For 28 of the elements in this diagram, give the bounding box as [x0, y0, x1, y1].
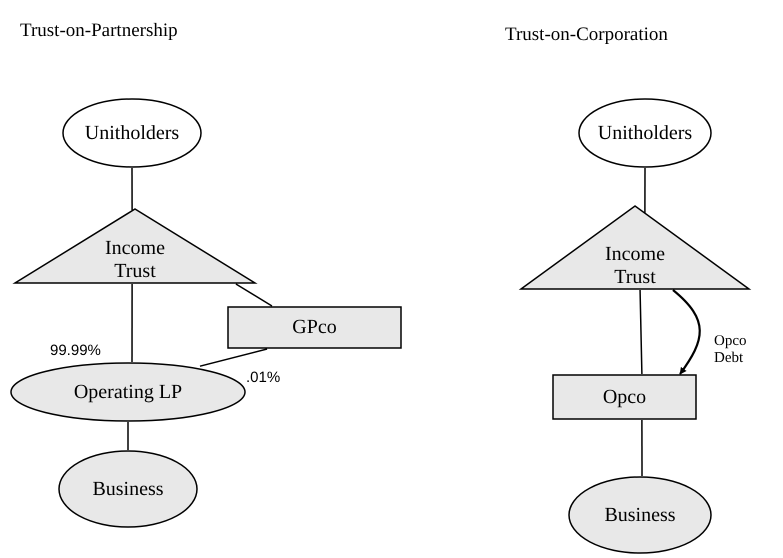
connector-line [200, 348, 268, 367]
rectangle-node [227, 306, 402, 349]
ellipse-node [58, 450, 198, 528]
connector-line [639, 290, 643, 374]
node-label: Income Trust [604, 243, 666, 289]
node-label: Business [604, 504, 676, 526]
ellipse-node [568, 476, 712, 554]
node-label: GPco [292, 316, 337, 339]
connector-line [127, 422, 129, 450]
rectangle-node [552, 374, 697, 420]
node-label: Unitholders [84, 122, 180, 144]
ellipse-node [10, 362, 246, 422]
diagram-heading: Trust-on-Corporation [505, 24, 668, 46]
connector-line [131, 168, 133, 210]
diagram-heading: Trust-on-Partnership [20, 20, 178, 42]
ellipse-node [578, 98, 712, 168]
node-label: Unitholders [598, 122, 692, 144]
triangle-node [520, 205, 750, 290]
node-label: Opco [602, 386, 646, 408]
node-label: Income Trust [104, 237, 166, 283]
node-label: Business [92, 478, 164, 500]
connector-line [641, 420, 643, 476]
ellipse-node [62, 98, 202, 168]
connector-line [236, 283, 272, 307]
curved-arrow [672, 289, 701, 375]
node-label: Operating LP [74, 380, 182, 404]
triangle-node [14, 208, 256, 284]
connector-line [131, 284, 133, 362]
